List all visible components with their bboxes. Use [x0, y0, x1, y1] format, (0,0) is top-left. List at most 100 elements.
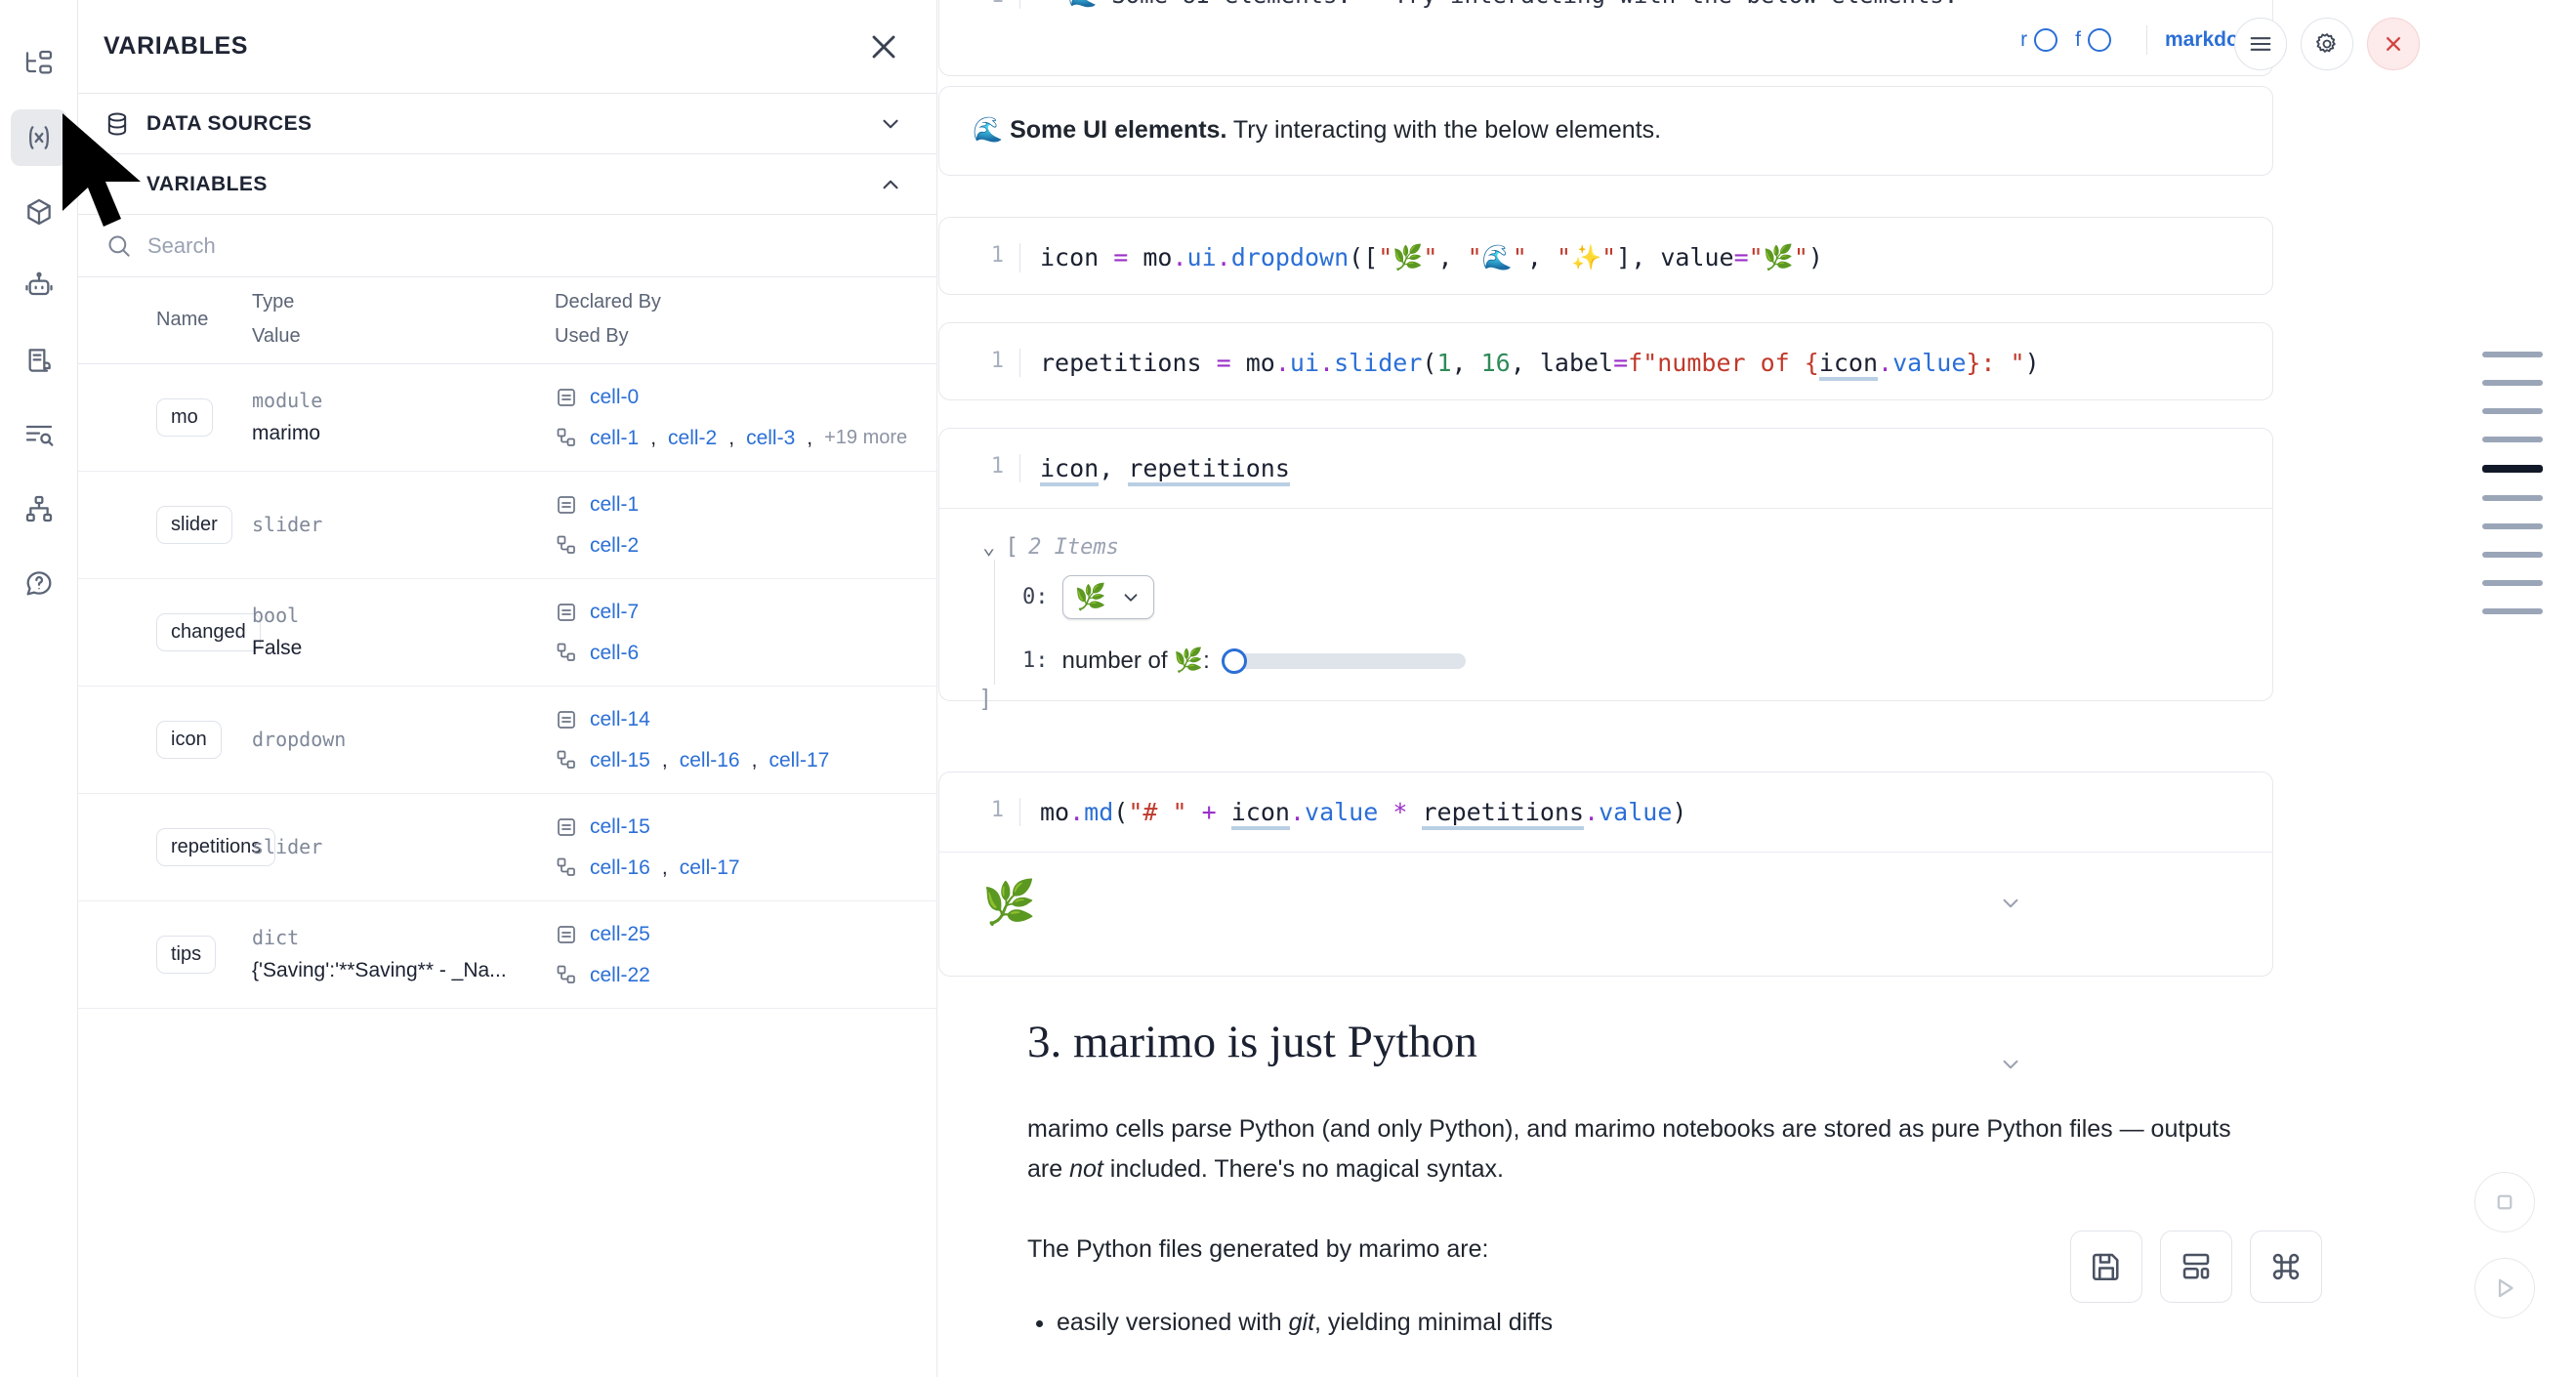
- used-by-row: cell-15,cell-16,cell-17: [555, 745, 927, 776]
- cell-code-text: repetitions = mo.ui.slider(1, 16, label=…: [1040, 349, 2040, 381]
- cell-link[interactable]: cell-1: [590, 493, 640, 516]
- close-icon[interactable]: [864, 27, 903, 66]
- file-tree-icon[interactable]: [11, 35, 67, 92]
- cell-link[interactable]: cell-6: [590, 641, 640, 664]
- used-by-row: cell-1,cell-2,cell-3,+19 more: [555, 423, 927, 454]
- cell-link[interactable]: cell-7: [590, 601, 640, 623]
- minimap-cell-marker[interactable]: [2482, 380, 2543, 386]
- variable-chip[interactable]: changed: [156, 613, 261, 651]
- variable-chip[interactable]: mo: [156, 398, 213, 437]
- variable-chip[interactable]: icon: [156, 721, 222, 759]
- stop-icon[interactable]: [2474, 1172, 2535, 1232]
- logs-icon[interactable]: [11, 406, 67, 463]
- cell-link[interactable]: cell-15: [590, 748, 650, 772]
- minimap-cell-marker[interactable]: [2482, 408, 2543, 414]
- declared-by-row: cell-1: [555, 489, 927, 521]
- variable-chip[interactable]: tips: [156, 936, 217, 974]
- cell-link[interactable]: cell-3: [746, 426, 796, 449]
- cell-link[interactable]: cell-15: [590, 815, 650, 838]
- variables-icon[interactable]: [10, 109, 67, 166]
- cell-link[interactable]: cell-16: [590, 855, 650, 879]
- slider-input[interactable]: [1221, 647, 1466, 674]
- section-label: DATA SOURCES: [146, 111, 312, 135]
- wave-emoji: 🌊: [973, 116, 1004, 144]
- minimap-cell-marker[interactable]: [2482, 580, 2543, 586]
- layout-icon[interactable]: [2160, 1231, 2232, 1303]
- close-icon[interactable]: [2367, 18, 2420, 70]
- save-icon[interactable]: [2070, 1231, 2142, 1303]
- code-cell-display[interactable]: 1 icon, repetitions ⌄ [ 2 Items 0:: [938, 428, 2273, 710]
- format-toggle[interactable]: f: [2075, 28, 2111, 52]
- cell-link[interactable]: cell-17: [769, 748, 830, 772]
- cell-link[interactable]: cell-2: [668, 426, 718, 449]
- sidebar-icon-rail: [0, 0, 78, 1377]
- collapse-output-chevron[interactable]: [1998, 891, 2023, 916]
- variable-type: slider: [252, 835, 323, 858]
- gear-icon[interactable]: [2301, 18, 2353, 70]
- gutter-divider: [1019, 454, 1020, 482]
- code-cell-slider[interactable]: 1 repetitions = mo.ui.slider(1, 16, labe…: [938, 322, 2273, 400]
- used-by-more[interactable]: +19 more: [824, 427, 908, 449]
- help-icon[interactable]: [11, 555, 67, 611]
- code-cell-md[interactable]: 1 mo.md("# " + icon.value * repetitions.…: [938, 772, 2273, 977]
- cell-link[interactable]: cell-14: [590, 708, 650, 730]
- minimap-cell-marker[interactable]: [2482, 608, 2543, 614]
- variable-type: slider: [252, 513, 323, 536]
- cell-link[interactable]: cell-17: [679, 855, 740, 879]
- gutter-divider: [1019, 349, 1020, 377]
- variable-cells-cell: cell-14 cell-15,cell-16,cell-17: [545, 686, 936, 794]
- minimap-cell-marker[interactable]: [2482, 352, 2543, 357]
- minimap-cell-marker[interactable]: [2482, 523, 2543, 529]
- variable-chip[interactable]: slider: [156, 506, 232, 544]
- packages-icon[interactable]: [11, 184, 67, 240]
- code-cell-dropdown[interactable]: 1 icon = mo.ui.dropdown(["🌿", "🌊", "✨"],…: [938, 217, 2273, 295]
- notebook-minimap[interactable]: [2482, 352, 2543, 614]
- hamburger-icon[interactable]: [2234, 18, 2287, 70]
- paragraph-before: marimo cells parse Python (and only Pyth…: [1027, 1115, 2231, 1183]
- scratchpad-icon[interactable]: [11, 332, 67, 389]
- line-number: 1: [990, 454, 1004, 479]
- cell-link[interactable]: cell-0: [590, 386, 640, 408]
- variable-chip[interactable]: repetitions: [156, 828, 276, 866]
- ai-assistant-icon[interactable]: [11, 258, 67, 314]
- output-tree-header[interactable]: ⌄ [ 2 Items: [982, 534, 2233, 560]
- chevron-down-icon[interactable]: ⌄: [982, 534, 996, 560]
- run-toggle[interactable]: r: [2020, 28, 2058, 52]
- cell-link[interactable]: cell-25: [590, 923, 650, 945]
- cell-link[interactable]: cell-22: [590, 963, 650, 986]
- minimap-cell-marker[interactable]: [2482, 495, 2543, 501]
- slider-thumb[interactable]: [1221, 647, 1247, 674]
- play-icon[interactable]: [2474, 1258, 2535, 1318]
- run-label: r: [2020, 28, 2028, 51]
- declared-by-icon: [555, 601, 578, 624]
- section-data-sources[interactable]: DATA SOURCES: [78, 94, 936, 154]
- minimap-cell-marker[interactable]: [2482, 552, 2543, 558]
- table-row[interactable]: slider slider cell-1 cell-2: [78, 471, 936, 579]
- cell-link[interactable]: cell-1: [590, 426, 640, 449]
- minimap-cell-marker[interactable]: [2482, 437, 2543, 442]
- cell-link[interactable]: cell-16: [679, 748, 740, 772]
- variable-value: {'Saving':'**Saving** - _Na...: [252, 959, 507, 982]
- used-by-icon: [555, 533, 578, 557]
- dropdown-input[interactable]: 🌿: [1061, 575, 1154, 619]
- dependency-graph-icon[interactable]: [11, 480, 67, 537]
- column-header-type: Type Value: [242, 277, 545, 364]
- section-variables[interactable]: VARIABLES: [78, 154, 936, 215]
- command-icon[interactable]: [2250, 1231, 2322, 1303]
- search-input[interactable]: [147, 232, 903, 259]
- variable-name-cell: slider: [78, 471, 242, 579]
- minimap-cell-marker[interactable]: [2482, 465, 2543, 473]
- cell-link[interactable]: cell-2: [590, 533, 640, 557]
- variable-cells-cell: cell-0 cell-1,cell-2,cell-3,+19 more: [545, 363, 936, 472]
- bullet-before: easily versioned with: [1057, 1308, 1289, 1336]
- cell-code-text: ""🌊 Some UI elements."" Try interacting …: [1040, 0, 1958, 9]
- collapse-section-chevron[interactable]: [1998, 1052, 2023, 1077]
- output-item-0: 0: 🌿: [1022, 575, 2233, 619]
